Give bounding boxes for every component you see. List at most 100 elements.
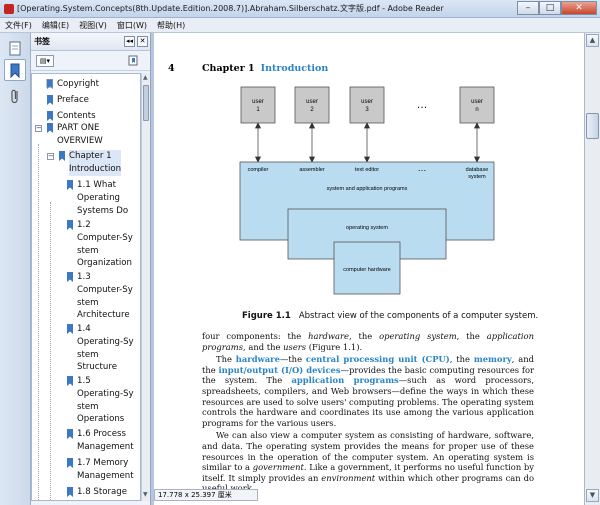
collapse-toggle[interactable]: − (47, 152, 54, 160)
maximize-button[interactable]: □ (539, 0, 561, 15)
scroll-up-icon[interactable]: ▲ (143, 74, 148, 81)
body-text: four components: the hardware, the opera… (202, 331, 534, 495)
svg-text:user: user (306, 99, 318, 105)
menu-help[interactable]: 帮助(H) (157, 20, 186, 30)
hardware-layer (333, 241, 401, 295)
close-button[interactable]: ✕ (561, 0, 597, 15)
menu-edit[interactable]: 编辑(E) (41, 20, 70, 30)
svg-text:user: user (361, 99, 373, 105)
scroll-up-icon[interactable]: ▲ (586, 34, 599, 47)
bookmark-icon (67, 376, 73, 386)
panel-toolbar: ▤▾ (31, 51, 150, 71)
page-size-status: 17.778 x 25.397 厘米 (154, 489, 258, 501)
document-view[interactable]: 4 Chapter 1 Introduction user 1 user 2 u… (154, 33, 584, 505)
svg-text:2: 2 (310, 107, 314, 113)
svg-text:3: 3 (365, 107, 369, 113)
paragraph-2: The hardware—the central processing unit… (202, 354, 534, 428)
expand-bookmark-icon[interactable] (128, 55, 139, 66)
chapter-label: Chapter 1 (202, 63, 255, 74)
system-programs-label: system and application programs (327, 186, 408, 192)
window-controls: – □ ✕ (517, 0, 597, 17)
tree-guide (38, 144, 39, 500)
collapse-toggle[interactable]: − (35, 124, 42, 132)
user-box-1: user 1 (240, 86, 276, 124)
paragraph-3: We can also view a computer system as co… (202, 430, 534, 493)
menu-bar: 文件(F) 编辑(E) 视图(V) 窗口(W) 帮助(H) (0, 18, 600, 33)
document-scrollbar[interactable]: ▲ ▼ (584, 33, 600, 505)
bookmark-icon (47, 123, 53, 133)
options-button[interactable]: ▤▾ (36, 54, 54, 67)
svg-text:compiler: compiler (248, 167, 269, 173)
os-label: operating system (346, 225, 388, 231)
bookmark-label: Copyright (57, 79, 99, 89)
svg-text:1: 1 (256, 107, 260, 113)
bookmark-item[interactable]: 1.8 Storage (66, 486, 127, 499)
user-box-n: user n (459, 86, 495, 124)
bookmark-item[interactable]: Copyright (46, 78, 99, 91)
user-box-3: user 3 (349, 86, 385, 124)
attachments-button[interactable] (4, 85, 26, 107)
bookmark-item[interactable]: Contents (46, 110, 96, 123)
collapse-panel-button[interactable]: ◂◂ (124, 36, 135, 47)
paragraph-1: four components: the hardware, the opera… (202, 331, 534, 352)
bookmark-icon (59, 151, 65, 161)
menu-view[interactable]: 视图(V) (79, 20, 107, 30)
menu-file[interactable]: 文件(F) (5, 20, 32, 30)
bookmarks-panel: 书签 ◂◂ ✕ ▤▾ Copyright Preface Contents − (31, 33, 150, 505)
bookmark-icon (67, 180, 73, 190)
bookmarks-scrollbar[interactable]: ▲ ▼ (141, 73, 150, 501)
bookmark-icon (67, 324, 73, 334)
bookmark-icon (67, 272, 73, 282)
scroll-thumb[interactable] (586, 113, 599, 139)
bookmark-icon (47, 95, 53, 105)
figure-diagram: user 1 user 2 user 3 … user n compiler (239, 86, 495, 295)
svg-text:assembler: assembler (299, 167, 325, 173)
paperclip-icon (11, 89, 18, 104)
scroll-thumb[interactable] (143, 85, 149, 121)
bookmark-label: Preface (57, 95, 89, 105)
pages-icon (9, 41, 21, 55)
bookmark-label: Contents (57, 111, 96, 121)
svg-text:…: … (418, 163, 427, 173)
bookmark-label: 1.8 Storage (77, 487, 128, 497)
minimize-button[interactable]: – (517, 0, 539, 15)
bookmarks-button[interactable] (4, 59, 26, 81)
hardware-label: computer hardware (343, 267, 390, 273)
scroll-down-icon[interactable]: ▼ (143, 491, 148, 498)
adobe-reader-icon (4, 3, 14, 14)
panel-title: 书签 (34, 37, 50, 46)
bookmark-item[interactable]: Preface (46, 94, 89, 107)
page-header: 4 Chapter 1 Introduction (168, 63, 328, 74)
svg-text:database: database (466, 167, 489, 173)
panel-header: 书签 ◂◂ ✕ (31, 33, 150, 51)
arrows (254, 122, 481, 163)
menu-window[interactable]: 窗口(W) (116, 20, 148, 30)
svg-text:user: user (252, 99, 264, 105)
chapter-title: Introduction (260, 63, 329, 74)
scroll-down-icon[interactable]: ▼ (586, 489, 599, 502)
close-panel-button[interactable]: ✕ (137, 36, 148, 47)
svg-text:system: system (468, 174, 486, 180)
bookmark-icon (46, 79, 53, 89)
panel-splitter[interactable] (150, 33, 154, 505)
svg-text:user: user (471, 99, 483, 105)
pages-button[interactable] (4, 37, 26, 59)
